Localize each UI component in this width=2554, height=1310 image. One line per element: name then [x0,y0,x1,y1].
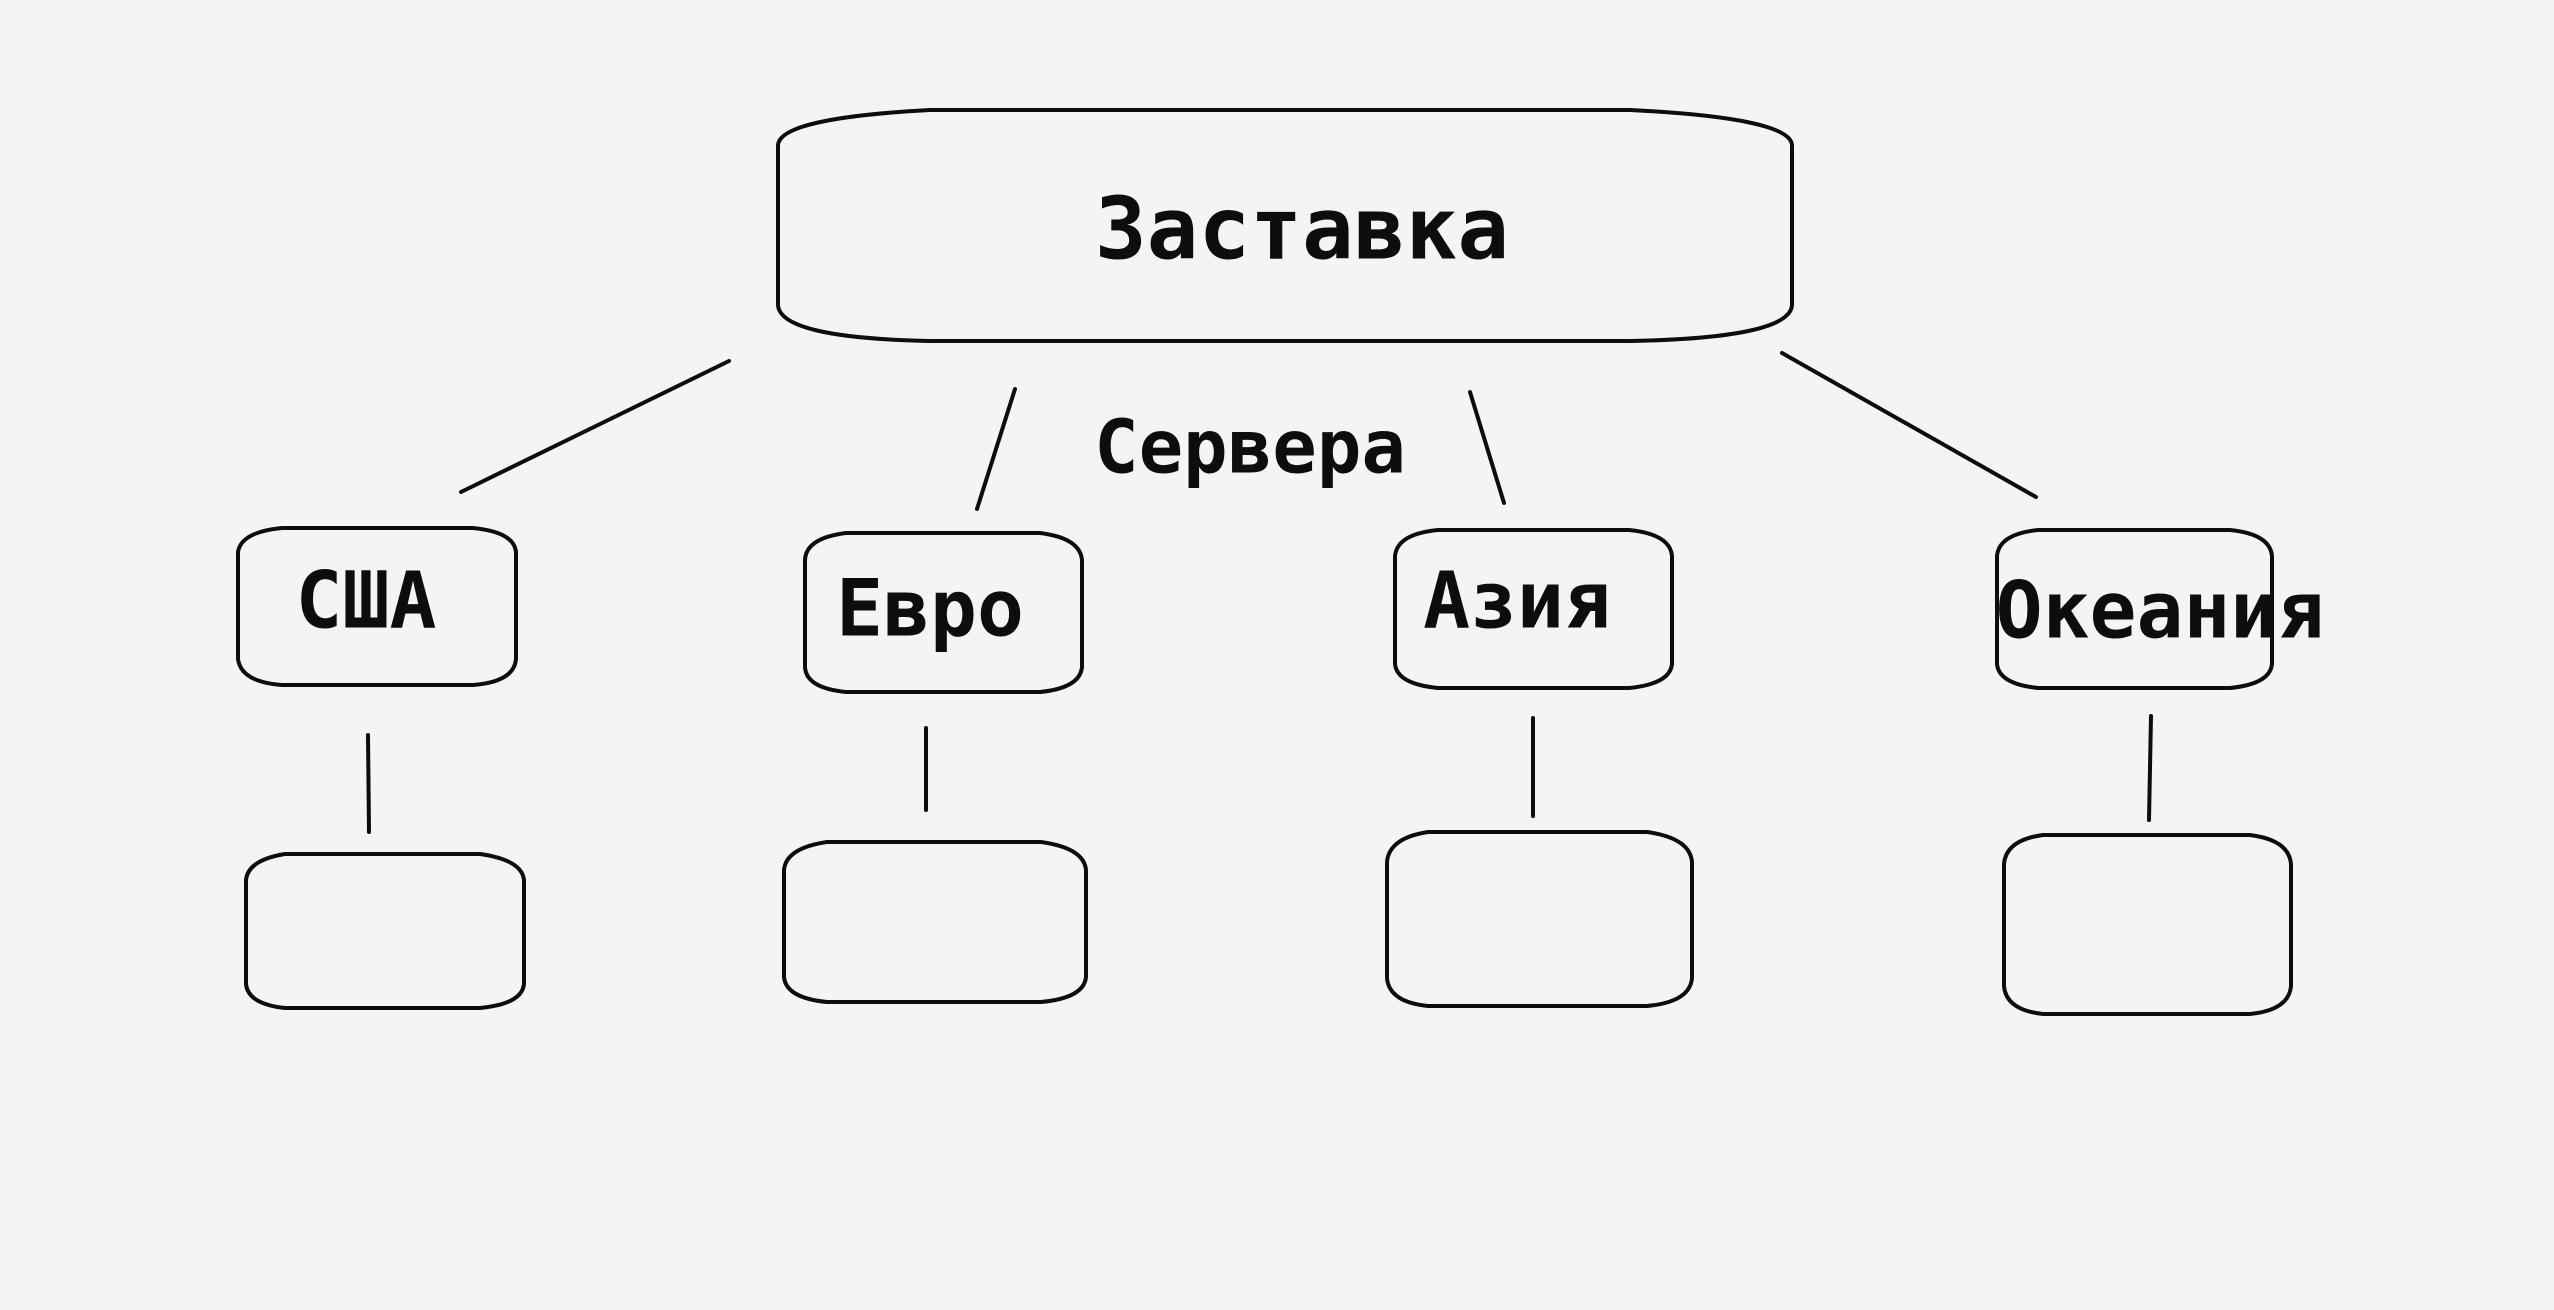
region-box-oceania [1995,528,2274,690]
child-box-euro [782,840,1088,1004]
child-box-usa [244,852,526,1010]
connector-root-euro [975,387,1017,511]
root-node-box [776,108,1794,343]
region-box-asia [1393,528,1674,690]
region-node-oceania: Океания [1995,528,2325,690]
connector-root-asia [1468,390,1506,505]
edge-label: Сервера [1094,405,1406,491]
child-box-oceania [2002,833,2293,1016]
region-label-oceania: Океания [1996,566,2325,656]
root-node: Заставка [776,108,1794,343]
region-node-euro: Евро [803,531,1084,694]
root-node-label: Заставка [1095,179,1509,279]
region-label-asia: Азия [1423,556,1611,646]
child-box-asia [1385,830,1694,1008]
connector-usa-child [366,733,371,834]
connector-root-oceania [1780,351,2038,499]
region-box-euro [803,531,1084,694]
region-node-usa: США [236,526,518,687]
region-label-usa: США [296,556,437,646]
connector-root-usa [459,359,731,494]
region-node-asia: Азия [1393,528,1674,690]
region-box-usa [236,526,518,687]
region-label-euro: Евро [836,564,1024,654]
connector-oceania-child [2147,714,2153,822]
